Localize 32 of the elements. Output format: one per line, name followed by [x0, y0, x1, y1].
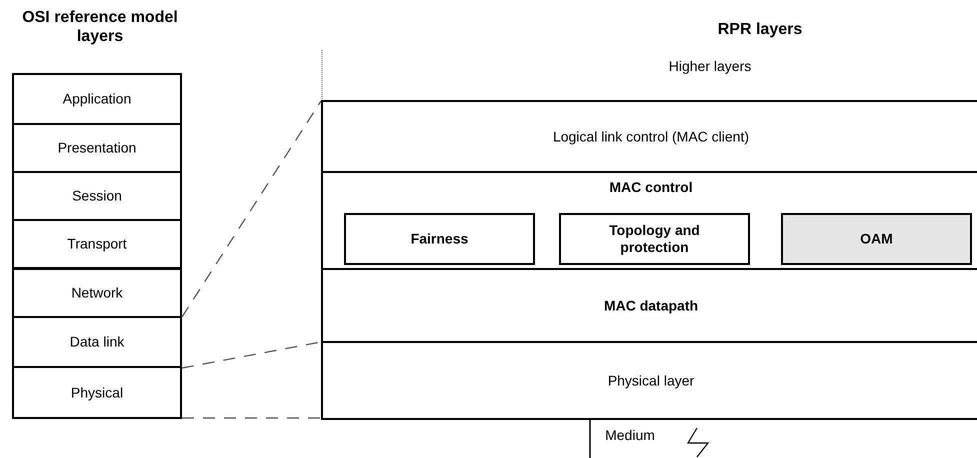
column-heading: RPR layers — [716, 20, 804, 39]
layer-box — [12, 73, 182, 125]
layer-box — [321, 100, 977, 173]
layer-box — [559, 213, 750, 265]
layer-name: MAC control — [608, 179, 694, 196]
layer-name: Data link — [68, 334, 126, 350]
mapping-line — [182, 417, 321, 419]
layer-name: Topology and protection — [608, 222, 701, 256]
layer-name: Network — [70, 284, 124, 302]
layer-name: Fairness — [410, 230, 470, 248]
layer-name: OAM — [859, 230, 894, 248]
layer-name: Medium — [604, 427, 656, 444]
layer-box — [12, 171, 182, 221]
layer-box — [12, 123, 182, 173]
column-heading: OSI reference model layers — [21, 8, 179, 46]
layer-name: MAC datapath — [602, 297, 700, 314]
layer-box — [12, 219, 182, 269]
layer-name: Logical link control (MAC client) — [552, 128, 750, 145]
layer-name: Presentation — [56, 140, 138, 156]
layer-box — [344, 213, 535, 265]
layer-name: Application — [62, 90, 132, 108]
layer-name: Physical layer — [606, 372, 696, 389]
layer-name: Physical — [70, 384, 124, 401]
layer-box — [781, 213, 972, 265]
layer-name: Higher layers — [668, 58, 752, 75]
layer-box — [321, 341, 977, 420]
mapping-line — [182, 100, 322, 318]
layer-box — [12, 366, 182, 419]
layer-name: Transport — [66, 236, 128, 252]
layer-name: Session — [71, 188, 123, 204]
layer-box — [12, 316, 182, 368]
layer-box — [12, 268, 182, 318]
